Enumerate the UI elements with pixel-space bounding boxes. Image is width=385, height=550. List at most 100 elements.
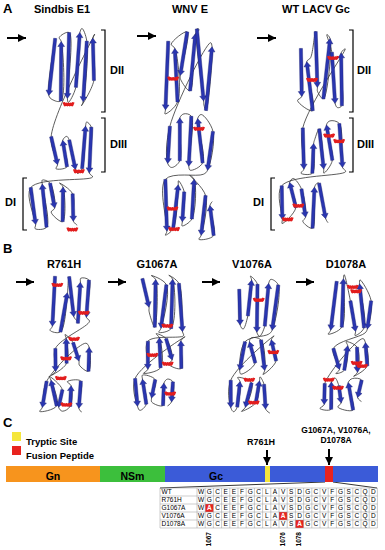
beta-strand	[64, 32, 71, 98]
row-name: D1078A	[162, 520, 197, 528]
beta-strand	[332, 348, 342, 370]
mutant-title: G1067A	[137, 258, 178, 271]
alpha-helix	[168, 77, 178, 80]
domain-label: DII	[357, 64, 371, 77]
residue-cell: V	[320, 504, 328, 512]
protein-ribbon	[162, 29, 215, 240]
pointer-arrows	[7, 36, 329, 465]
residue-cell: V	[279, 488, 287, 496]
beta-strand	[149, 379, 157, 398]
residue-cell: G	[336, 488, 344, 496]
residue-cell: D	[295, 496, 303, 504]
grid-line	[270, 488, 271, 528]
beta-strand	[324, 125, 334, 161]
alpha-helix	[163, 324, 173, 327]
residue-cell: C	[312, 496, 320, 504]
alpha-helix	[68, 228, 78, 231]
residue-cell: C	[312, 504, 320, 512]
grid-line	[262, 488, 263, 528]
beta-strand	[141, 278, 151, 307]
residue-cell: S	[345, 496, 353, 504]
residue-cell: F	[328, 488, 336, 496]
residue-cell: D	[295, 488, 303, 496]
residue-cell: C	[353, 520, 361, 528]
legend-swatch	[12, 446, 21, 455]
beta-strand	[60, 187, 67, 222]
legend-item: Tryptic Site	[12, 431, 77, 443]
beta-strand	[311, 187, 318, 228]
beta-strand	[365, 301, 373, 329]
grid-line	[377, 488, 378, 528]
residue-cell: Q	[361, 504, 369, 512]
beta-strand	[140, 379, 148, 404]
beta-strand	[343, 346, 351, 371]
beta-strand	[328, 281, 338, 330]
beta-strand	[186, 116, 193, 166]
residue-cell: L	[263, 504, 271, 512]
domain-label: DIII	[357, 138, 374, 151]
grid-line	[287, 488, 288, 528]
residue-cell: G	[246, 504, 254, 512]
residue-cell: G	[205, 496, 213, 504]
residue-cell: G	[304, 520, 312, 528]
residue-cell: C	[312, 520, 320, 528]
beta-strand	[163, 179, 170, 231]
residue-cell: V	[279, 496, 287, 504]
protein-segment: Gn	[6, 466, 100, 482]
residue-cell: E	[230, 488, 238, 496]
residue-cell: S	[287, 496, 295, 504]
domain-bracket	[349, 118, 353, 172]
beta-strand	[70, 194, 77, 221]
beta-strand	[237, 289, 244, 325]
beta-strand	[165, 338, 175, 360]
residue-cell: D	[369, 512, 377, 520]
residue-cell: A	[279, 512, 287, 520]
zoom-lines	[160, 482, 377, 488]
beta-strand	[165, 126, 172, 163]
alpha-helix	[53, 283, 63, 286]
grid-line	[238, 488, 239, 528]
alpha-helix	[56, 376, 66, 379]
residue-cell: F	[238, 488, 246, 496]
residue-cell: S	[345, 504, 353, 512]
pointer-arrow	[108, 281, 126, 283]
residue-cell: E	[230, 512, 238, 520]
coil-loop	[29, 28, 95, 229]
beta-strand	[195, 119, 204, 164]
legend-text: Fusion Peptide	[26, 450, 94, 461]
beta-strand	[39, 184, 48, 227]
mutation-highlight	[295, 520, 303, 528]
beta-strand	[162, 41, 170, 110]
beta-strand	[198, 195, 207, 235]
protein-ribbon	[133, 275, 185, 410]
beta-strand	[177, 283, 185, 331]
alpha-helix	[324, 378, 334, 381]
residue-cell: W	[197, 488, 205, 496]
alpha-helix	[351, 289, 361, 292]
residue-cell: C	[312, 512, 320, 520]
residue-cell: E	[230, 496, 238, 504]
residue-cell: G	[304, 488, 312, 496]
legend-item: Fusion Peptide	[12, 445, 94, 457]
residue-cell: F	[238, 512, 246, 520]
domain-bracket	[271, 178, 275, 230]
residue-cell: G	[246, 520, 254, 528]
beta-strand	[29, 187, 38, 224]
residue-cell: C	[254, 504, 262, 512]
residue-cell: A	[271, 496, 279, 504]
residue-cell: Q	[361, 520, 369, 528]
beta-strand	[152, 280, 159, 328]
protein-segment: Gc	[165, 466, 378, 482]
protein-ribbon	[279, 32, 346, 229]
domain-bracket	[23, 178, 27, 230]
mutation-highlight	[279, 512, 287, 520]
mutation-label: G1067A, V1076A, D1078A	[294, 425, 378, 445]
beta-strand	[169, 279, 176, 328]
zoom-line	[160, 482, 325, 488]
alpha-helix	[69, 337, 79, 340]
beta-strand	[58, 42, 65, 101]
beta-strand	[236, 382, 243, 408]
residue-cell: A	[271, 504, 279, 512]
alpha-helix	[249, 401, 259, 404]
residue-cell: L	[263, 512, 271, 520]
